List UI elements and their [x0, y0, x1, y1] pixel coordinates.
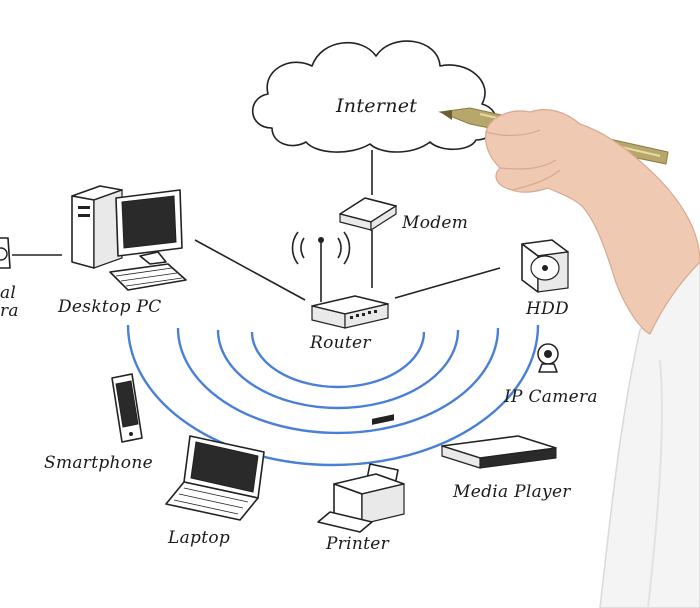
media-player-label: Media Player [452, 482, 571, 502]
camera-icon [0, 237, 11, 269]
smartphone-label: Smartphone [44, 453, 153, 473]
router-label: Router [309, 333, 371, 353]
laptop-label: Laptop [167, 528, 230, 548]
hand-with-pen [438, 107, 700, 608]
ip-camera-label: IP Camera [503, 387, 598, 407]
hdd-icon [521, 239, 569, 293]
laptop-icon [165, 435, 265, 521]
desktop-pc-label: Desktop PC [57, 297, 162, 317]
media-player-icon [441, 435, 557, 469]
hand [485, 109, 700, 335]
desktop-pc-icon [71, 185, 187, 291]
wire-desktop-router [194, 239, 306, 301]
printer-label: Printer [325, 534, 390, 554]
wifi-waves [126, 324, 540, 467]
ip-camera-icon [537, 343, 559, 373]
internet-label: Internet [335, 95, 417, 117]
camera-label-line2: ra [0, 301, 19, 321]
printer-icon [317, 414, 405, 533]
modem-label: Modem [401, 213, 468, 233]
wire-router-hdd [394, 267, 501, 299]
cloud-icon [251, 40, 498, 153]
router-icon [291, 231, 389, 329]
camera-label-line1: al [0, 283, 16, 303]
hdd-label: HDD [525, 299, 569, 319]
smartphone-icon [111, 373, 143, 443]
modem-icon [339, 197, 397, 232]
